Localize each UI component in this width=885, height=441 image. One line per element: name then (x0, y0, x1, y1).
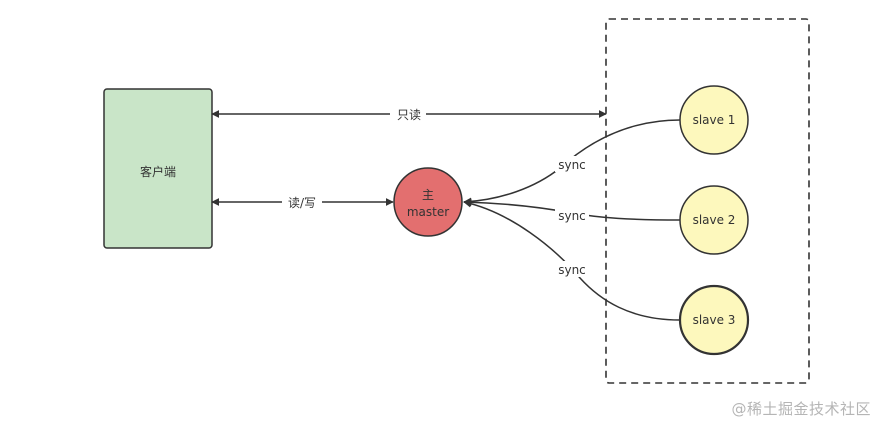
master-label-primary: 主 (422, 188, 434, 202)
sync-label-1-bg (555, 156, 589, 172)
read-write-label: 读/写 (288, 196, 316, 210)
master-label-secondary: master (407, 205, 449, 219)
slave-node-3[interactable] (678, 284, 750, 356)
slave-label-2: slave 2 (693, 213, 736, 227)
read-only-label: 只读 (397, 108, 421, 122)
master-node[interactable] (393, 167, 463, 237)
sync-label-3-bg (555, 261, 589, 277)
watermark: @稀土掘金技术社区 (731, 400, 871, 418)
sync-label-3: sync (558, 263, 586, 277)
sync-label-2-bg (555, 207, 589, 223)
sync-label-1: sync (558, 158, 586, 172)
client-label: 客户端 (140, 164, 176, 179)
slave-group-boundary (605, 18, 810, 384)
sync-label-2: sync (558, 209, 586, 223)
slave-label-1: slave 1 (693, 113, 736, 127)
read-write-label-bg (282, 194, 322, 210)
slave-node-1[interactable] (679, 85, 749, 155)
client-node[interactable] (103, 88, 213, 249)
read-only-label-bg (390, 106, 426, 122)
slave-node-2[interactable] (679, 185, 749, 255)
slave-label-3: slave 3 (693, 313, 736, 327)
sync-edge-slave-3 (463, 199, 681, 321)
